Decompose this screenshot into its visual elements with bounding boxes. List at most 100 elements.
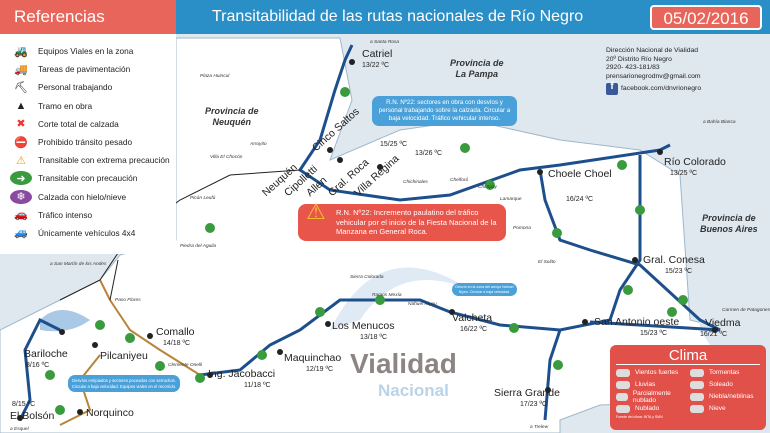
weather-label: Nublado [635, 405, 660, 412]
legend-item: ⛏Personal trabajando [10, 78, 176, 96]
contact-line1: Dirección Nacional de Vialidad [606, 47, 699, 54]
note-valcheta: Desvío en la zona del arroyo Nahuel Niye… [452, 283, 517, 296]
town-temperature: 15/23 ºC [665, 268, 693, 275]
weather-icon [690, 404, 704, 413]
place-label: Arroyito [250, 142, 267, 147]
town-label: San Antonio oeste [594, 316, 680, 328]
town-temperature: 14/18 ºC [163, 340, 191, 347]
contact-email[interactable]: prensarionegrodnv@gmail.com [606, 72, 701, 80]
legend-label: Transitable con extrema precaución [38, 155, 170, 166]
weather-icon [616, 380, 630, 389]
legend-label: Tramo en obra [38, 100, 93, 111]
town-label: Río Colorado [664, 156, 726, 168]
town-label: Gral. Conesa [643, 254, 705, 266]
legend-label: Prohibido tránsito pesado [38, 137, 133, 148]
legend-label: Corte total de calzada [38, 118, 119, 129]
place-label: Nahuel Niyeu [408, 302, 437, 307]
weather-label: Niebla/neblinas [709, 393, 754, 400]
legend-item: ❄ Calzada con hielo/nieve [10, 188, 176, 206]
place-label: Sierra Colorada [350, 275, 384, 280]
town-label: Choele Choel [548, 168, 612, 180]
precaution-arrow-markers [45, 87, 688, 415]
note-rn22-works: R.N. Nº22: sectores en obra con desvíos … [372, 96, 517, 126]
red-x-icon: ✖ [16, 118, 26, 131]
place-label: a Esquel [10, 427, 29, 432]
place-label: Pomona [513, 226, 531, 231]
place-label: a Bahía Blanca [703, 120, 736, 125]
weather-legend-title: Clima [616, 347, 760, 365]
snowflake-icon: ❄ [10, 189, 32, 204]
town-label: Sierra Grande [494, 387, 560, 399]
weather-source: Fuente del clima: INTA y SMN [616, 415, 663, 419]
warning-triangle-icon: ⚠ [306, 199, 326, 224]
legend-item: ⚠Transitable con extrema precaución [10, 151, 176, 169]
weather-legend-item: Tormentas [690, 367, 760, 378]
contact-info: Dirección Nacional de Vialidad 20º Distr… [606, 47, 702, 96]
place-label: a San Martín de los Andes [50, 262, 107, 267]
weather-legend-item: Lluvias [616, 379, 686, 390]
town-temperature: 13/25 ºC [670, 170, 698, 177]
place-label: Piedra del Aguila [180, 244, 217, 249]
date-badge: 05/02/2016 [650, 5, 762, 30]
worker-icon: ⛏ [14, 81, 28, 94]
town-temperature: 16/24 ºC [566, 196, 594, 203]
town-label: Los Menucos [332, 320, 395, 332]
place-label: El Solito [538, 260, 556, 265]
town-temperature: 13/22 ºC [362, 62, 390, 69]
place-label: Picún Leufú [190, 196, 216, 201]
weather-legend-item: Vientos fuertes [616, 367, 686, 378]
town-label: Viedma [705, 317, 741, 329]
town-temperature: 8/15 ºC [12, 401, 36, 408]
road-machinery-icon: 🚜 [14, 45, 28, 58]
weather-legend-item: Parcialmente nublado [616, 390, 686, 404]
place-label: Ramos Mexía [372, 293, 402, 298]
legend-item: ▲Tramo en obra [10, 97, 176, 115]
town-label: Valcheta [452, 312, 493, 324]
town-temperature: 15/25 ºC [380, 141, 408, 148]
town-label: Maquinchao [284, 352, 342, 364]
place-label: Lamarque [500, 197, 522, 202]
legend-label: Calzada con hielo/nieve [38, 191, 127, 202]
weather-icon [616, 368, 630, 377]
green-arrow-icon: ➜ [10, 171, 32, 186]
contact-phone: 2920- 423-181/83 [606, 64, 660, 72]
references-header: Referencias [0, 0, 176, 34]
weather-label: Soleado [709, 381, 733, 388]
weather-legend-item: Niebla/neblinas [690, 391, 760, 402]
contact-line2: 20º Distrito Río Negro [606, 55, 672, 63]
legend-item: ⛔Prohibido tránsito pesado [10, 133, 176, 151]
facebook-icon: f [606, 82, 618, 96]
place-label: Chichinales [403, 180, 428, 185]
legend-label: Tráfico intenso [38, 209, 93, 220]
weather-label: Nieve [709, 405, 726, 412]
town-temperature: 17/23 ºC [520, 401, 548, 408]
legend-item: ➜Transitable con precaución [10, 169, 176, 187]
weather-icon [690, 380, 704, 389]
weather-legend-item: Nublado [616, 403, 686, 414]
note-text: R.N. Nº22: Incremento paulatino del tráf… [336, 208, 497, 236]
facebook-link[interactable]: facebook.com/dnvrionegro [621, 85, 702, 93]
town-dots [17, 59, 718, 421]
town-label: Pilcaniyeu [100, 350, 148, 362]
legend-item: ✖ Corte total de calzada [10, 115, 176, 133]
town-temperature: 12/19 ºC [306, 366, 334, 373]
place-label: Carmen de Patagones [722, 308, 770, 313]
legend-panel: 🚜Equipos Viales en la zona🚚Tareas de pav… [0, 34, 176, 254]
note-rn22-traffic: R.N. Nº22: Incremento paulatino del tráf… [298, 199, 506, 241]
place-label: a Trelew [530, 425, 549, 430]
legend-label: Tareas de pavimentación [38, 64, 131, 75]
place-label: a Santa Rosa [370, 40, 400, 45]
vialidad-logo-sub: Nacional [378, 381, 449, 400]
town-temperature: 16/22 ºC [460, 326, 488, 333]
legend-item: 🚙Únicamente vehículos 4x4 [10, 224, 176, 242]
town-label: Norquinco [86, 407, 134, 419]
weather-icon [616, 392, 628, 401]
place-label: Chimpay [478, 185, 497, 190]
legend-item: 🚜Equipos Viales en la zona [10, 42, 176, 60]
town-label: Comallo [156, 326, 195, 338]
vialidad-logo: Vialidad [350, 348, 457, 379]
town-label: El Bolsón [10, 410, 55, 422]
